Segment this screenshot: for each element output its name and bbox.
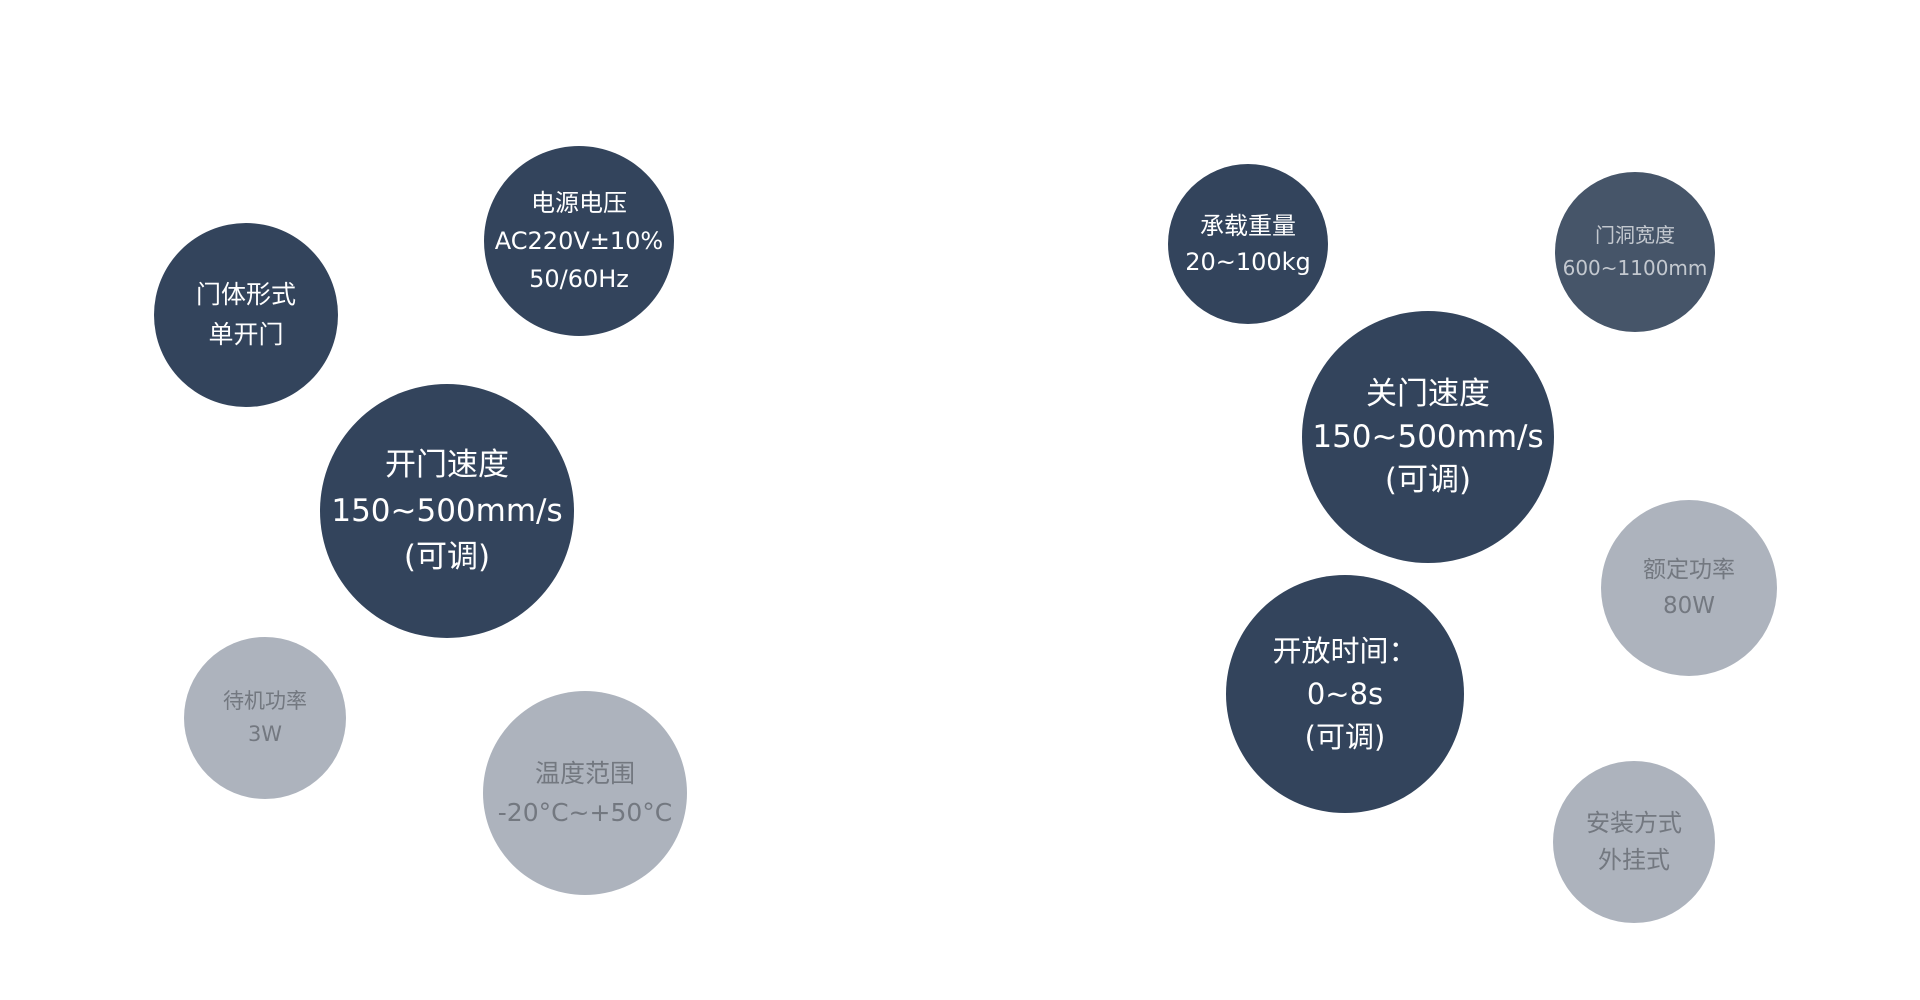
spec-value: -20°C~+50°C (497, 798, 673, 827)
spec-value: 外挂式 (1598, 846, 1670, 874)
spec-title: 电源电压 (531, 189, 627, 217)
spec-power-supply: 电源电压 AC220V±10% 50/60Hz (484, 146, 674, 336)
spec-value: 150~500mm/s (331, 493, 563, 529)
spec-title: 开放时间： (1272, 633, 1418, 668)
spec-title: 承载重量 (1200, 212, 1296, 240)
spec-note: (可调) (403, 539, 491, 575)
spec-value: 20~100kg (1185, 248, 1311, 276)
spec-title: 门体形式 (195, 280, 296, 309)
spec-value: AC220V±10% (494, 227, 664, 255)
spec-load: 承载重量 20~100kg (1168, 164, 1328, 324)
spec-title: 安装方式 (1586, 809, 1682, 837)
spec-value: 3W (247, 722, 283, 746)
spec-title: 关门速度 (1366, 375, 1490, 412)
spec-open-speed: 开门速度 150~500mm/s (可调) (320, 384, 574, 638)
spec-title: 门洞宽度 (1595, 223, 1675, 247)
spec-value: 80W (1662, 593, 1715, 619)
spec-open-time: 开放时间： 0~8s (可调) (1226, 575, 1464, 813)
spec-extra: 50/60Hz (529, 265, 629, 293)
spec-close-speed: 关门速度 150~500mm/s (可调) (1302, 311, 1554, 563)
spec-standby-power: 待机功率 3W (184, 637, 346, 799)
spec-install: 安装方式 外挂式 (1553, 761, 1715, 923)
spec-value: 150~500mm/s (1312, 418, 1544, 455)
spec-title: 额定功率 (1643, 557, 1735, 583)
spec-opening-width: 门洞宽度 600~1100mm (1555, 172, 1715, 332)
spec-temperature: 温度范围 -20°C~+50°C (483, 691, 687, 895)
spec-title: 待机功率 (223, 689, 307, 713)
spec-value: 600~1100mm (1562, 256, 1708, 280)
spec-title: 温度范围 (534, 759, 635, 788)
spec-value: 单开门 (208, 320, 284, 349)
spec-rated-power: 额定功率 80W (1601, 500, 1777, 676)
spec-title: 开门速度 (385, 447, 509, 483)
spec-note: (可调) (1384, 461, 1472, 498)
spec-door-type: 门体形式 单开门 (154, 223, 338, 407)
spec-note: (可调) (1304, 719, 1386, 754)
spec-value: 0~8s (1306, 676, 1384, 711)
